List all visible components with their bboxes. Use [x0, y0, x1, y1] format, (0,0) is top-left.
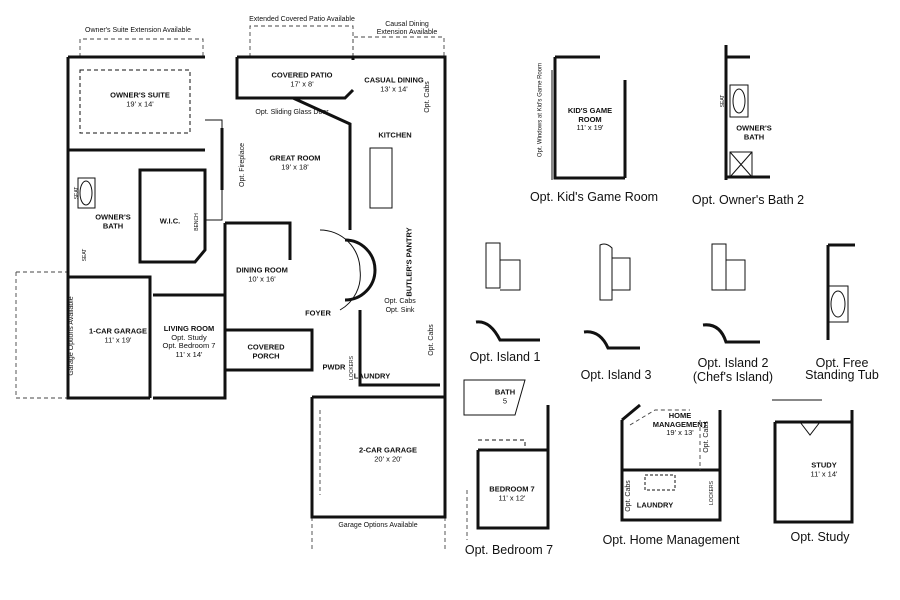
caption-free-tub-sub: Standing Tub — [805, 367, 879, 382]
bedroom-7-walls — [476, 405, 550, 530]
caption-island-1: Opt. Island 1 — [469, 349, 541, 364]
caption-home-management: Opt. Home Management — [602, 532, 740, 547]
garage-options-bottom-note: Garage Options Available — [338, 521, 418, 529]
home-mgmt-cabs-note: Opt. Cabs — [702, 421, 710, 453]
island-3-drawing — [599, 243, 631, 301]
garage-extension-bottom — [311, 517, 446, 550]
wic-walls — [138, 168, 207, 264]
caption-bedroom-7: Opt. Bedroom 7 — [464, 542, 554, 557]
island-3-stair — [583, 330, 640, 350]
island-1-stair — [475, 320, 540, 342]
sliding-door-note: Opt. Sliding Glass Door — [255, 108, 329, 116]
caption-island-2-sub: (Chef's Island) — [692, 369, 774, 384]
seat-label: SEAT — [720, 94, 727, 108]
owners-suite-extension-outline — [79, 38, 204, 57]
free-tub-walls — [826, 243, 855, 340]
owners-bath-2-shower — [729, 151, 753, 178]
caption-free-tub: Opt. Free — [815, 355, 869, 370]
island-1-drawing — [485, 242, 521, 291]
island-2-drawing — [711, 243, 746, 291]
bench-label: BENCH — [194, 213, 201, 231]
kids-windows-note: Opt. Windows at Kid's Game Room — [537, 62, 544, 158]
tub-basin — [79, 180, 93, 206]
owners-suite-extension-note: Owner's Suite Extension Available — [85, 26, 191, 34]
seat-label: SEAT — [74, 186, 81, 200]
garage-walls — [310, 395, 447, 519]
patio-extension-note: Extended Covered Patio Available — [249, 15, 355, 23]
room-home-mgmt-laundry: LAUNDRY — [636, 500, 674, 510]
cabs-sink-note-1: Opt. Cabs — [384, 297, 416, 305]
tub — [77, 177, 96, 209]
laundry-cabs-note: Opt. Cabs — [624, 480, 632, 512]
patio-walls — [235, 57, 355, 100]
cabs-sink-note-2: Opt. Sink — [385, 306, 415, 314]
caption-island-2: Opt. Island 2 — [697, 355, 769, 370]
stair-wall — [344, 238, 377, 302]
study-walls — [773, 410, 854, 524]
caption-kids-game-room: Opt. Kid's Game Room — [529, 189, 659, 204]
fireplace-note: Opt. Fireplace — [238, 143, 246, 187]
lockers-label: LOCKERS — [709, 481, 716, 505]
laundry-walls — [358, 310, 440, 387]
dining-extension-note-2: Extension Available — [376, 28, 438, 36]
dining-porch-walls — [225, 221, 314, 372]
dining-extension-note-1: Causal Dining — [385, 20, 429, 28]
owners-suite-tray — [79, 69, 191, 134]
cabs-note-right: Opt. Cabs — [427, 324, 435, 356]
owners-bath-2-tub — [729, 84, 749, 118]
cabs-note-top: Opt. Cabs — [423, 81, 431, 113]
room-powder: PWDR — [322, 362, 346, 372]
caption-island-3: Opt. Island 3 — [580, 367, 652, 382]
garage-extension-left — [15, 271, 68, 399]
garage-options-left-note: Garage Options Available — [67, 296, 75, 376]
room-butlers-pantry: BUTLER'S PANTRY — [404, 227, 414, 297]
room-covered-porch: COVERED PORCH — [247, 342, 285, 360]
kitchen-island — [369, 147, 393, 209]
study-door — [772, 399, 822, 436]
seat-label: SEAT — [82, 248, 89, 262]
room-owners-bath: OWNER'S BATH — [95, 212, 131, 230]
room-wic: W.I.C. — [159, 216, 181, 226]
bath-5-box — [463, 379, 526, 416]
room-laundry: LAUNDRY — [353, 371, 391, 381]
room-kitchen: KITCHEN — [378, 130, 412, 140]
island-2-stair — [702, 323, 760, 344]
interior-walls-left — [68, 148, 225, 398]
room-foyer: FOYER — [305, 308, 331, 318]
home-management-walls — [620, 403, 722, 522]
outer-walls — [66, 55, 447, 400]
main-stair — [205, 119, 223, 221]
room-owners-bath-2: OWNER'S BATH — [736, 123, 772, 141]
kids-game-room-walls — [553, 55, 627, 180]
dining-extension-outline — [352, 36, 445, 57]
living-walls — [153, 223, 227, 400]
great-room-edge — [292, 96, 352, 230]
caption-owners-bath-2: Opt. Owner's Bath 2 — [691, 192, 805, 207]
caption-study: Opt. Study — [790, 529, 850, 544]
patio-extension-outline — [249, 25, 354, 57]
